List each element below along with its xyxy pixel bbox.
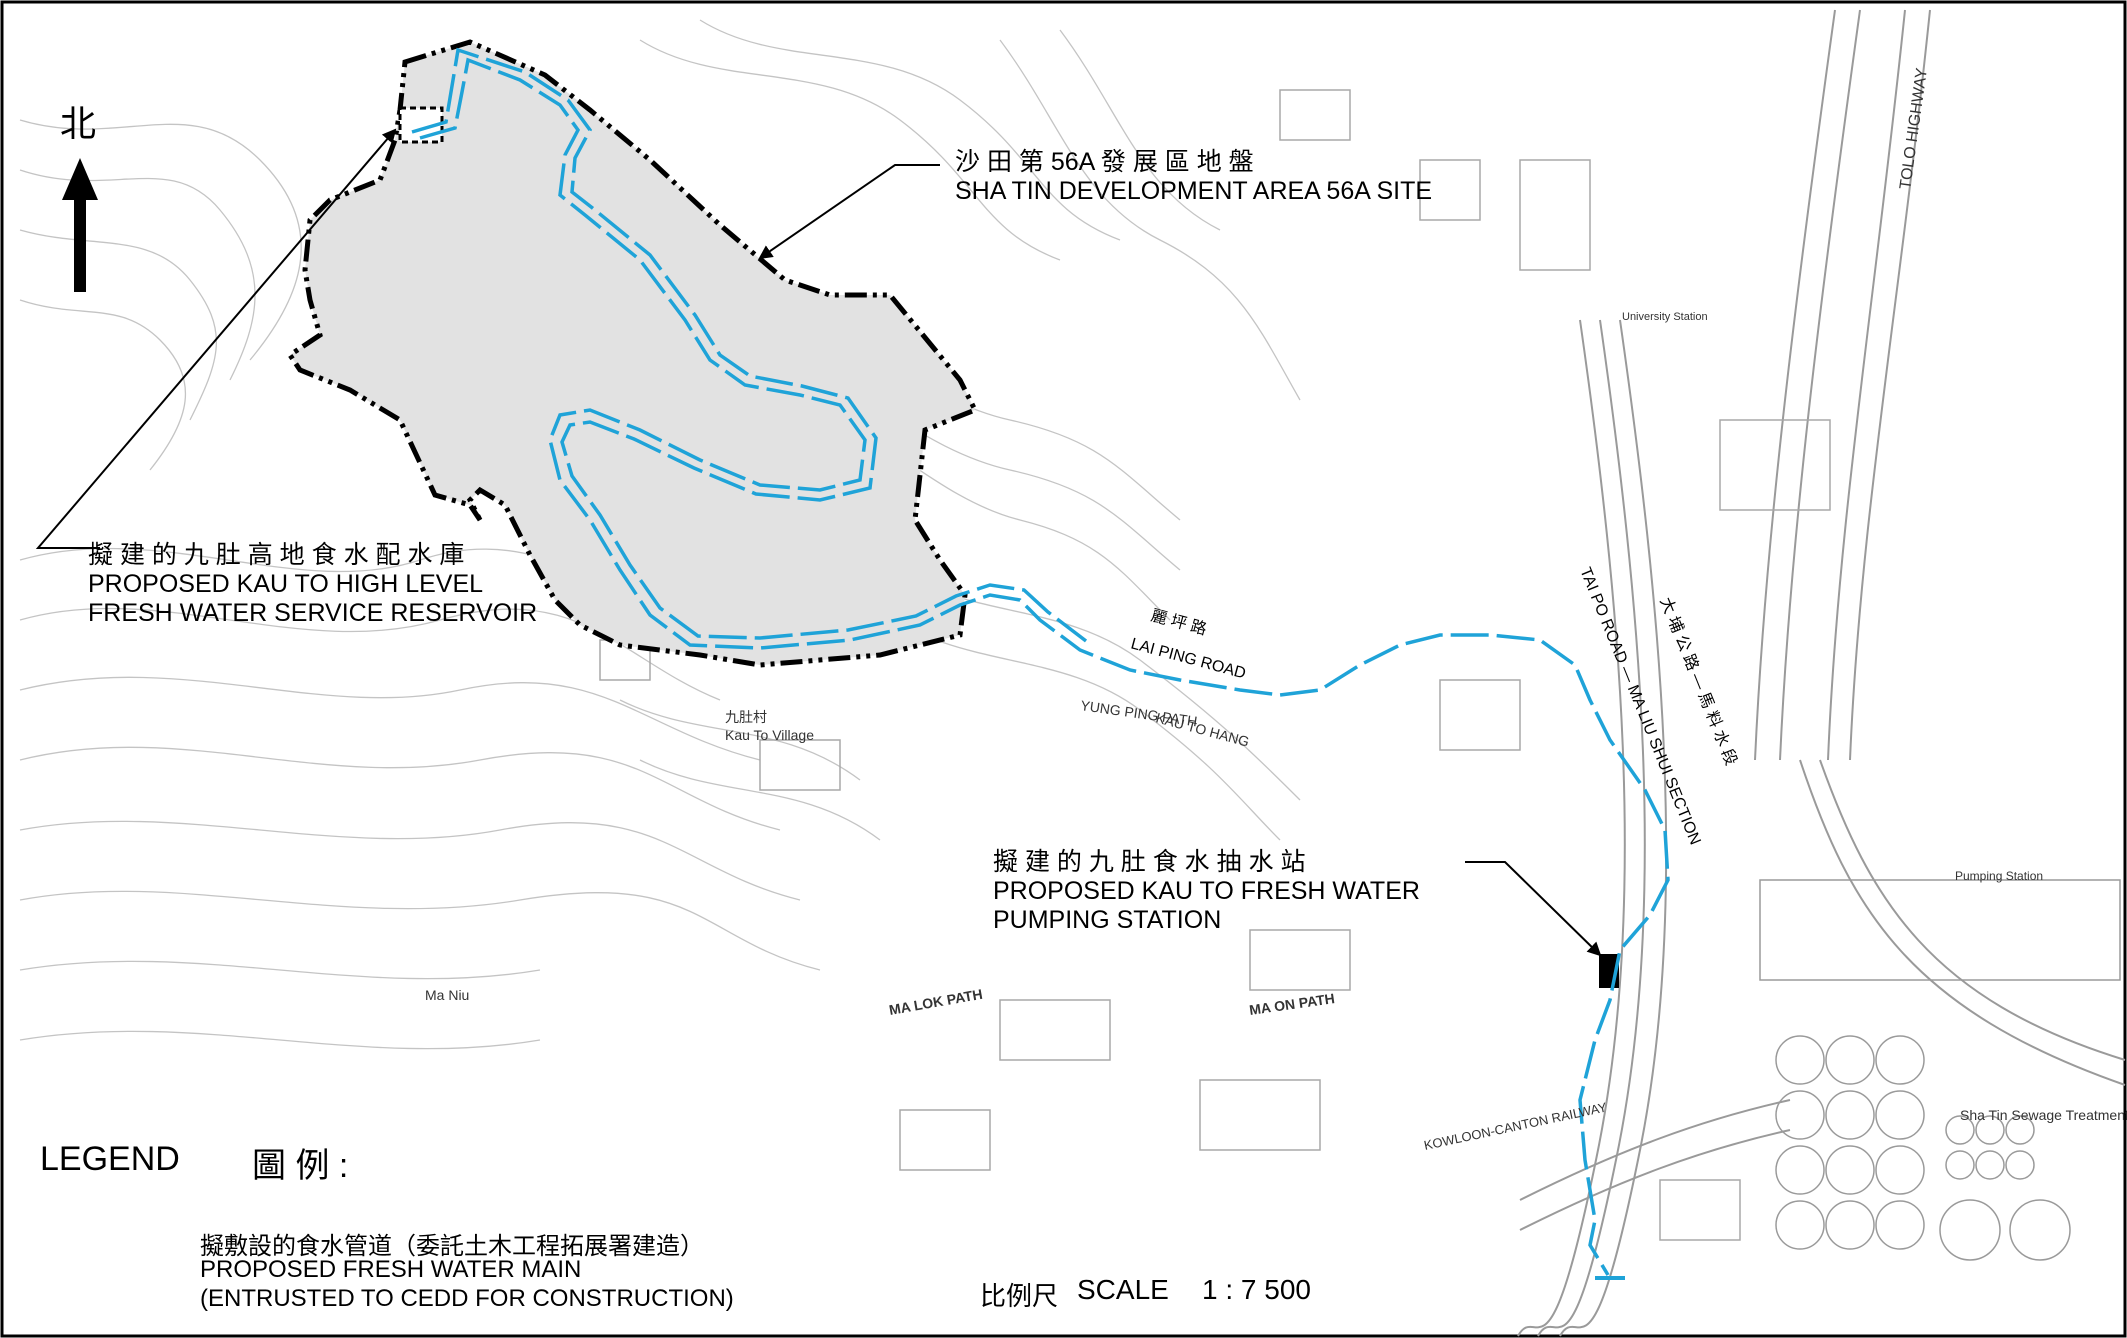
scale-label-en: SCALE [1077, 1274, 1169, 1305]
place-label-kau-to-village-zh: 九肚村 [725, 709, 767, 725]
site-callout-en: SHA TIN DEVELOPMENT AREA 56A SITE [955, 177, 1433, 205]
legend-title-en: LEGEND [40, 1140, 180, 1178]
north-arrow [62, 158, 98, 292]
scale: 比例尺 SCALE 1 : 7 500 [960, 1258, 1380, 1318]
pumping-station-callout-en-1: PROPOSED KAU TO FRESH WATER [993, 877, 1420, 905]
legend-item-en-2: (ENTRUSTED TO CEDD FOR CONSTRUCTION) [200, 1285, 734, 1312]
pumping-station-callout-en-2: PUMPING STATION [993, 906, 1222, 934]
place-label-university-station: University Station [1622, 311, 1708, 323]
reservoir-callout-en-1: PROPOSED KAU TO HIGH LEVEL [88, 570, 484, 598]
place-label-pumping-station: Pumping Station [1955, 869, 2043, 883]
proposed-water-main [411, 47, 1670, 1276]
highway-corridor [1517, 9, 2126, 1337]
place-label-sewage-works: Sha Tin Sewage Treatment [1960, 1107, 2127, 1123]
callout-leaders [35, 128, 1602, 957]
north-label: 北 [60, 103, 97, 144]
legend-title-zh: 圖 例 : [252, 1147, 349, 1185]
scale-ratio: 1 : 7 500 [1202, 1274, 1311, 1305]
legend: LEGEND 圖 例 : 擬敷設的食水管道（委託土木工程拓展署建造） PROPO… [12, 1112, 802, 1324]
legend-item-en-1: PROPOSED FRESH WATER MAIN [200, 1256, 582, 1283]
place-label-ma-niu: Ma Niu [425, 987, 469, 1003]
pumping-station-callout-zh: 擬 建 的 九 肚 食 水 抽 水 站 [993, 848, 1306, 876]
reservoir-callout-zh: 擬 建 的 九 肚 高 地 食 水 配 水 庫 [88, 541, 465, 569]
building-blocks [599, 89, 1831, 1241]
topographic-contours [19, 19, 1301, 1050]
site-callout-zh: 沙 田 第 56A 發 展 區 地 盤 [955, 148, 1254, 176]
legend-item-zh: 擬敷設的食水管道（委託土木工程拓展署建造） [200, 1233, 704, 1260]
scale-label-zh: 比例尺 [980, 1281, 1059, 1311]
place-label-kau-to-village-en: Kau To Village [725, 727, 814, 743]
reservoir-callout-en-2: FRESH WATER SERVICE RESERVOIR [88, 599, 538, 627]
sewage-tanks [1759, 879, 2121, 1261]
site-boundary [286, 39, 979, 668]
